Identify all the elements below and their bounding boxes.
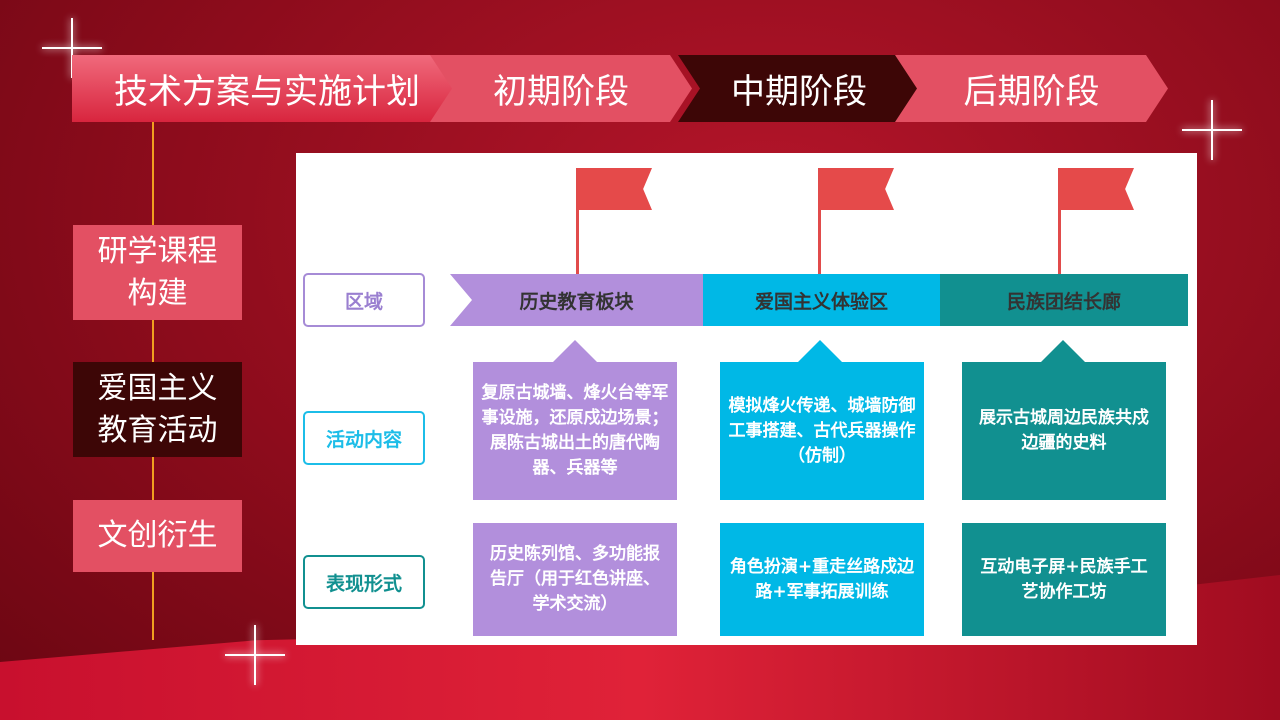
area-history: 历史教育板块 xyxy=(450,274,703,326)
sparkle-icon xyxy=(225,625,285,685)
left-item-course[interactable]: 研学课程构建 xyxy=(73,225,242,320)
flag-pole xyxy=(1058,168,1061,275)
activity-history: 复原古城墙、烽火台等军事设施，还原戍边场景； 展陈古城出土的唐代陶器、兵器等 xyxy=(473,362,677,500)
tab-late-stage[interactable]: 后期阶段 xyxy=(895,55,1168,122)
pointer xyxy=(798,340,842,362)
left-item-cultural[interactable]: 文创衍生 xyxy=(73,500,242,572)
activity-patriotic: 模拟烽火传递、城墙防御工事搭建、古代兵器操作（仿制） xyxy=(720,362,924,500)
row-label-area: 区域 xyxy=(303,273,425,327)
flag-icon xyxy=(820,168,894,210)
row-label-activity: 活动内容 xyxy=(303,411,425,465)
pointer xyxy=(1041,340,1085,362)
row-label-form: 表现形式 xyxy=(303,555,425,609)
flag-icon xyxy=(1060,168,1134,210)
area-patriotic: 爱国主义体验区 xyxy=(703,274,940,326)
form-history: 历史陈列馆、多功能报告厅（用于红色讲座、学术交流） xyxy=(473,523,677,636)
left-item-patriotic[interactable]: 爱国主义教育活动 xyxy=(73,362,242,457)
tab-mid-stage[interactable]: 中期阶段 xyxy=(678,55,920,122)
pointer xyxy=(553,340,597,362)
area-ethnic: 民族团结长廊 xyxy=(940,274,1188,326)
flag-icon xyxy=(578,168,652,210)
activity-ethnic: 展示古城周边民族共戍边疆的史料 xyxy=(962,362,1166,500)
content-panel: 区域 活动内容 表现形式 历史教育板块 爱国主义体验区 民族团结长廊 复原古城墙… xyxy=(296,153,1197,645)
flag-pole xyxy=(576,168,579,275)
flag-pole xyxy=(818,168,821,275)
form-patriotic: 角色扮演+重走丝路戍边路+军事拓展训练 xyxy=(720,523,924,636)
tab-early-stage[interactable]: 初期阶段 xyxy=(430,55,692,122)
stage-title: 技术方案与实施计划 xyxy=(72,55,462,122)
sparkle-icon xyxy=(1182,100,1242,160)
sparkle-icon xyxy=(42,18,102,78)
form-ethnic: 互动电子屏+民族手工艺协作工坊 xyxy=(962,523,1166,636)
